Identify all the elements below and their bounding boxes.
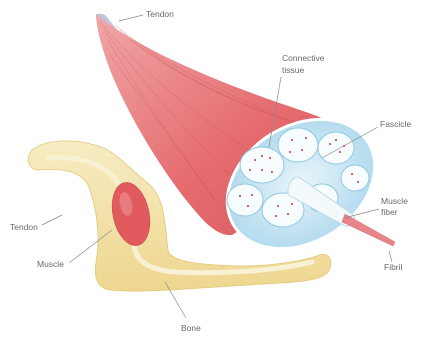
fibril-strand bbox=[342, 214, 395, 246]
label-tendon-top: Tendon bbox=[146, 9, 174, 19]
label-fascicle: Fascicle bbox=[380, 119, 411, 129]
label-connective-tissue-1: Connective bbox=[282, 53, 325, 63]
label-bone: Bone bbox=[181, 323, 201, 333]
label-fibril: Fibril bbox=[384, 262, 403, 272]
label-connective-tissue-2: tissue bbox=[282, 65, 304, 75]
label-tendon-arm: Tendon bbox=[10, 222, 38, 232]
label-muscle: Muscle bbox=[37, 259, 64, 269]
label-muscle-fiber-1: Muscle bbox=[381, 196, 408, 206]
label-muscle-fiber-2: fiber bbox=[381, 207, 398, 217]
